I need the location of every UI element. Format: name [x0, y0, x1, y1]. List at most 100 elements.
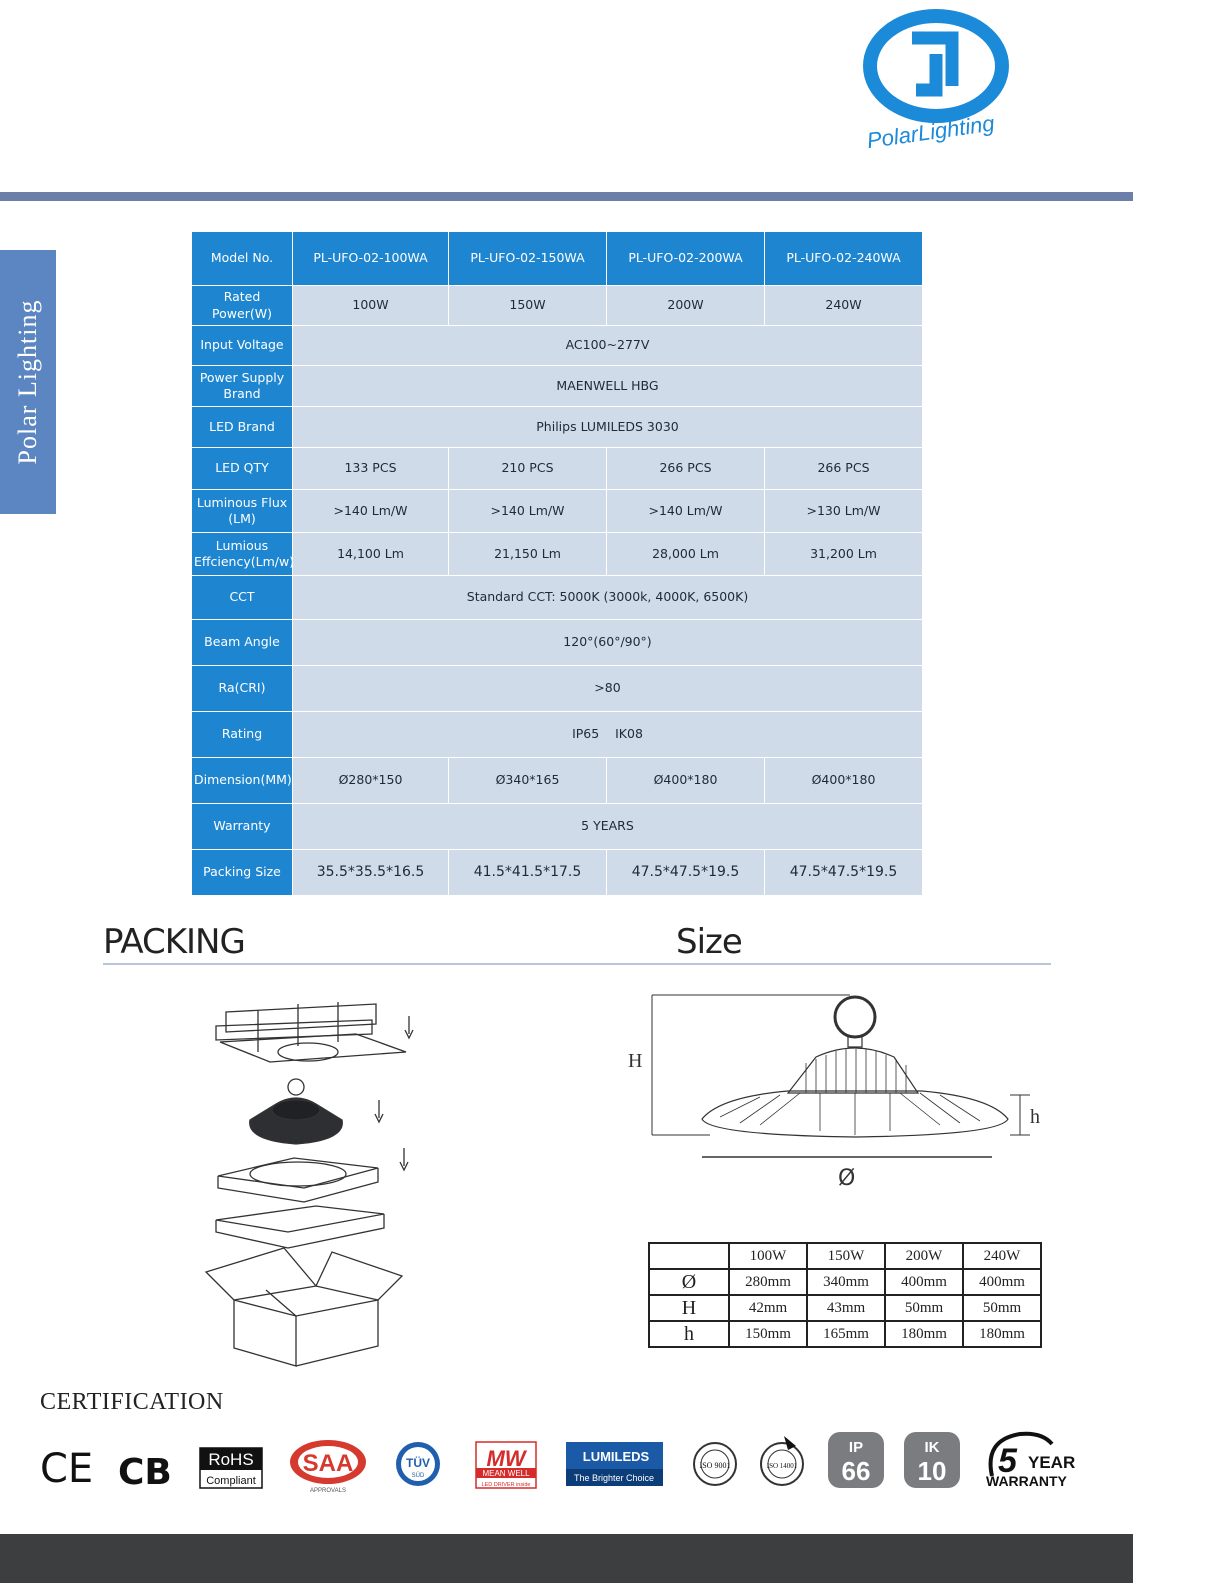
spec-value-cell: 133 PCS — [292, 447, 449, 490]
size-header-cell: 240W — [962, 1242, 1042, 1270]
spec-row-label: CCT — [191, 575, 293, 620]
spec-row: Luminous Flux (LM)>140 Lm/W>140 Lm/W>140… — [191, 489, 923, 533]
spec-merged-value: Standard CCT: 5000K (3000k, 4000K, 6500K… — [292, 575, 923, 620]
model-cell: PL-UFO-02-200WA — [606, 231, 765, 286]
side-tab: Polar Lighting — [0, 250, 56, 514]
spec-row-label: Rated Power(W) — [191, 285, 293, 326]
highbay-outline — [701, 995, 1009, 1138]
spec-value-cell: 210 PCS — [448, 447, 607, 490]
size-value-cell: 42mm — [728, 1294, 808, 1322]
spec-value-cell: 35.5*35.5*16.5 — [292, 849, 449, 896]
size-value-cell: 165mm — [806, 1320, 886, 1348]
spec-value-cell: 31,200 Lm — [764, 532, 923, 576]
spec-row-label: LED QTY — [191, 447, 293, 490]
size-header-cell: 200W — [884, 1242, 964, 1270]
svg-text:IK: IK — [925, 1439, 940, 1456]
spec-row-label: Beam Angle — [191, 619, 293, 666]
spec-merged-value: IP65 IK08 — [292, 711, 923, 758]
size-value-cell: 400mm — [884, 1268, 964, 1296]
spec-value-cell: >140 Lm/W — [606, 489, 765, 533]
spec-value-cell: 266 PCS — [764, 447, 923, 490]
spec-value-cell: 200W — [606, 285, 765, 326]
side-tab-label: Polar Lighting — [13, 299, 42, 465]
size-diagram: H h Ø — [628, 994, 1040, 1191]
packing-title: PACKING — [103, 922, 246, 962]
footer-bar — [0, 1534, 1133, 1583]
spec-row-label: Dimension(MM) — [191, 757, 293, 804]
spec-row-label: Input Voltage — [191, 325, 293, 366]
certification-title: CERTIFICATION — [40, 1389, 224, 1415]
packing-exploded-diagram — [204, 1002, 414, 1367]
svg-text:66: 66 — [842, 1456, 871, 1486]
spec-row-label: Rating — [191, 711, 293, 758]
svg-text:YEAR: YEAR — [1028, 1453, 1075, 1472]
size-header-row: 100W 150W 200W 240W — [648, 1242, 1042, 1270]
spec-merged-value: 120°(60°/90°) — [292, 619, 923, 666]
svg-text:ISO 14001: ISO 14001 — [767, 1462, 798, 1470]
cb-mark-icon: CB — [118, 1452, 172, 1493]
size-value-cell: 280mm — [728, 1268, 808, 1296]
spec-header-row: Model No. PL-UFO-02-100WA PL-UFO-02-150W… — [191, 231, 923, 286]
section-rule — [103, 963, 1051, 965]
model-cell: PL-UFO-02-240WA — [764, 231, 923, 286]
spec-merged-value: Philips LUMILEDS 3030 — [292, 406, 923, 448]
spec-table-body: Model No. PL-UFO-02-100WA PL-UFO-02-150W… — [191, 231, 923, 896]
spec-row-label: Luminous Flux (LM) — [191, 489, 293, 533]
polar-lighting-logo: PolarLighting — [863, 9, 1009, 153]
size-row-label: H — [648, 1294, 730, 1322]
ik10-icon: IK 10 — [904, 1432, 960, 1488]
size-header-cell: 150W — [806, 1242, 886, 1270]
svg-text:ISO 9001: ISO 9001 — [700, 1461, 731, 1470]
carton-box — [204, 1247, 404, 1367]
svg-text:CB: CB — [118, 1452, 172, 1493]
size-value-cell: 180mm — [884, 1320, 964, 1348]
size-value-cell: 340mm — [806, 1268, 886, 1296]
height-h-label: h — [1030, 1106, 1040, 1128]
svg-text:LED DRIVER inside: LED DRIVER inside — [482, 1482, 531, 1488]
size-header-cell — [648, 1242, 730, 1270]
five-year-warranty-icon: 5 YEAR WARRANTY — [986, 1431, 1075, 1489]
size-value-cell: 50mm — [962, 1294, 1042, 1322]
spec-value-cell: 240W — [764, 285, 923, 326]
spec-value-cell: Ø400*180 — [606, 757, 765, 804]
spec-value-cell: Ø400*180 — [764, 757, 923, 804]
diameter-label: Ø — [838, 1166, 855, 1191]
model-label: Model No. — [191, 231, 293, 286]
size-value-cell: 150mm — [728, 1320, 808, 1348]
spec-value-cell: 21,150 Lm — [448, 532, 607, 576]
spec-value-cell: >130 Lm/W — [764, 489, 923, 533]
spec-value-cell: >140 Lm/W — [292, 489, 449, 533]
rohs-icon: RoHS Compliant — [199, 1447, 263, 1489]
lumileds-icon: LUMILEDS The Brighter Choice — [566, 1442, 663, 1486]
svg-text:TÜV: TÜV — [406, 1455, 430, 1470]
size-value-cell: 43mm — [806, 1294, 886, 1322]
spec-value-cell: 266 PCS — [606, 447, 765, 490]
arrow-down-icon — [374, 1100, 384, 1124]
svg-text:APPROVALS: APPROVALS — [310, 1488, 346, 1494]
size-row-label: Ø — [648, 1268, 730, 1296]
svg-text:IP: IP — [849, 1439, 863, 1456]
svg-text:SÜD: SÜD — [412, 1472, 425, 1479]
foam-tray — [215, 1205, 385, 1249]
spec-value-cell: >140 Lm/W — [448, 489, 607, 533]
svg-text:WARRANTY: WARRANTY — [986, 1473, 1068, 1489]
svg-text:MW: MW — [486, 1446, 527, 1471]
svg-text:10: 10 — [918, 1456, 947, 1486]
spec-merged-value: AC100~277V — [292, 325, 923, 366]
svg-text:RoHS: RoHS — [208, 1450, 253, 1469]
saa-icon: SAA APPROVALS — [290, 1440, 366, 1494]
certification-logos: CE CB RoHS Compliant SAA APPROVALS TÜV S… — [40, 1431, 1075, 1494]
size-value-cell: 50mm — [884, 1294, 964, 1322]
